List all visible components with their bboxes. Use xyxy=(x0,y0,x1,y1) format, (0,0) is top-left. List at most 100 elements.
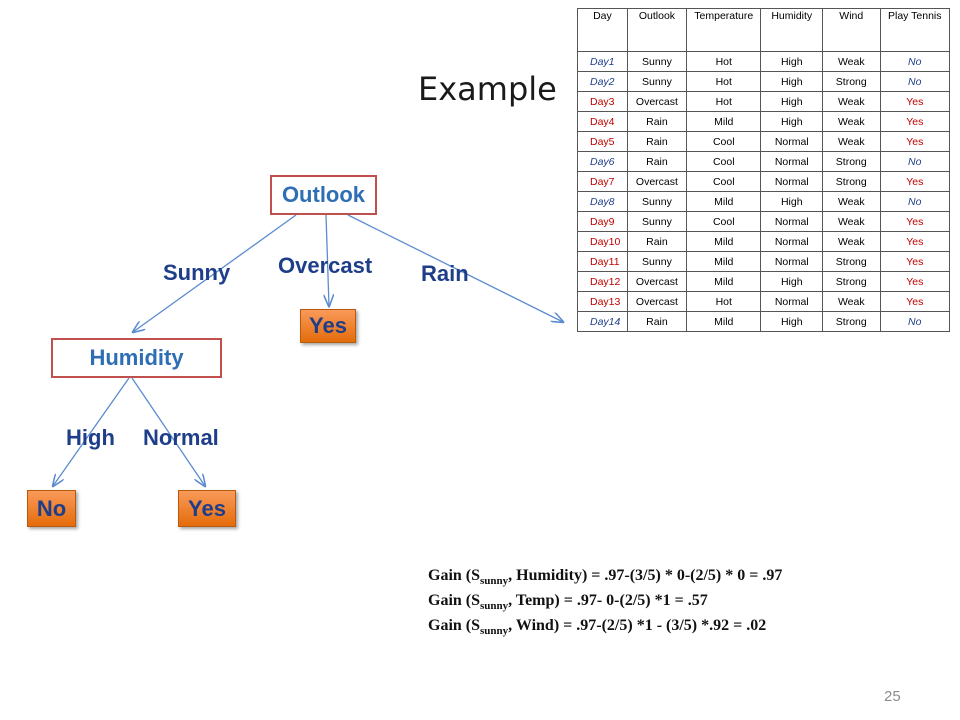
table-cell: Rain xyxy=(626,311,688,332)
table-cell: Sunny xyxy=(626,211,688,232)
table-header-cell: Wind xyxy=(822,8,881,52)
table-cell: Cool xyxy=(686,211,762,232)
table-cell: No xyxy=(879,191,951,212)
table-cell: Mild xyxy=(686,311,762,332)
table-cell: Weak xyxy=(822,231,881,252)
edge-rain xyxy=(347,214,563,322)
table-cell: Yes xyxy=(879,131,951,152)
table-cell: Day8 xyxy=(577,191,628,212)
branch-label-rain: Rain xyxy=(421,261,469,286)
table-cell: Weak xyxy=(822,291,881,312)
table-cell: Normal xyxy=(760,151,824,172)
table-cell: Mild xyxy=(686,271,762,292)
table-cell: Strong xyxy=(822,171,881,192)
table-cell: Overcast xyxy=(626,291,688,312)
table-cell: Normal xyxy=(760,211,824,232)
formula-humidity: Gain (Ssunny, Humidity) = .97-(3/5) * 0-… xyxy=(428,567,783,588)
table-cell: Weak xyxy=(822,131,881,152)
table-header-cell: Outlook xyxy=(626,8,688,52)
table-cell: Hot xyxy=(686,51,762,72)
table-header-cell: Temperature xyxy=(686,8,762,52)
table-header-cell: Play Tennis xyxy=(879,8,951,52)
branch-label-overcast: Overcast xyxy=(278,253,373,278)
table-cell: Day13 xyxy=(577,291,628,312)
table-cell: Day2 xyxy=(577,71,628,92)
table-cell: High xyxy=(760,271,824,292)
table-cell: Day3 xyxy=(577,91,628,112)
table-cell: Rain xyxy=(626,111,688,132)
table-cell: Yes xyxy=(879,91,951,112)
table-cell: Yes xyxy=(879,111,951,132)
table-cell: No xyxy=(879,71,951,92)
table-cell: Day1 xyxy=(577,51,628,72)
table-cell: High xyxy=(760,311,824,332)
table-cell: No xyxy=(879,51,951,72)
normal-yes-leaf: Yes xyxy=(178,490,236,527)
table-cell: Sunny xyxy=(626,251,688,272)
table-cell: High xyxy=(760,191,824,212)
table-cell: Mild xyxy=(686,231,762,252)
table-cell: Hot xyxy=(686,91,762,112)
table-cell: Weak xyxy=(822,51,881,72)
outlook-node: Outlook xyxy=(270,175,377,215)
formula-temp: Gain (Ssunny, Temp) = .97- 0-(2/5) *1 = … xyxy=(428,592,708,613)
table-cell: Strong xyxy=(822,71,881,92)
table-cell: Sunny xyxy=(626,51,688,72)
table-cell: Hot xyxy=(686,71,762,92)
page-number: 25 xyxy=(884,688,901,705)
table-cell: No xyxy=(879,151,951,172)
formula-wind: Gain (Ssunny, Wind) = .97-(2/5) *1 - (3/… xyxy=(428,617,767,638)
table-cell: Normal xyxy=(760,291,824,312)
table-cell: High xyxy=(760,71,824,92)
table-cell: Yes xyxy=(879,251,951,272)
table-cell: Rain xyxy=(626,151,688,172)
table-cell: Day7 xyxy=(577,171,628,192)
table-cell: Strong xyxy=(822,311,881,332)
edge-overcast xyxy=(326,214,329,306)
table-cell: Strong xyxy=(822,251,881,272)
table-cell: Hot xyxy=(686,291,762,312)
overcast-yes-leaf: Yes xyxy=(300,309,356,343)
high-no-leaf: No xyxy=(27,490,76,527)
table-cell: Cool xyxy=(686,131,762,152)
table-header-cell: Day xyxy=(577,8,628,52)
table-cell: Cool xyxy=(686,151,762,172)
table-cell: Mild xyxy=(686,191,762,212)
table-cell: Day4 xyxy=(577,111,628,132)
edge-high xyxy=(53,377,130,486)
table-header-cell: Humidity xyxy=(760,8,824,52)
table-cell: Day11 xyxy=(577,251,628,272)
humidity-node: Humidity xyxy=(51,338,222,378)
table-cell: Yes xyxy=(879,171,951,192)
table-cell: Mild xyxy=(686,111,762,132)
branch-label-high: High xyxy=(66,425,115,450)
table-cell: Day6 xyxy=(577,151,628,172)
table-cell: Normal xyxy=(760,251,824,272)
table-cell: Mild xyxy=(686,251,762,272)
branch-label-normal: Normal xyxy=(143,425,219,450)
table-cell: Yes xyxy=(879,271,951,292)
table-cell: Day9 xyxy=(577,211,628,232)
table-cell: Yes xyxy=(879,231,951,252)
table-cell: Weak xyxy=(822,91,881,112)
branch-label-sunny: Sunny xyxy=(163,260,231,285)
table-cell: Yes xyxy=(879,211,951,232)
table-cell: Cool xyxy=(686,171,762,192)
table-cell: Day14 xyxy=(577,311,628,332)
